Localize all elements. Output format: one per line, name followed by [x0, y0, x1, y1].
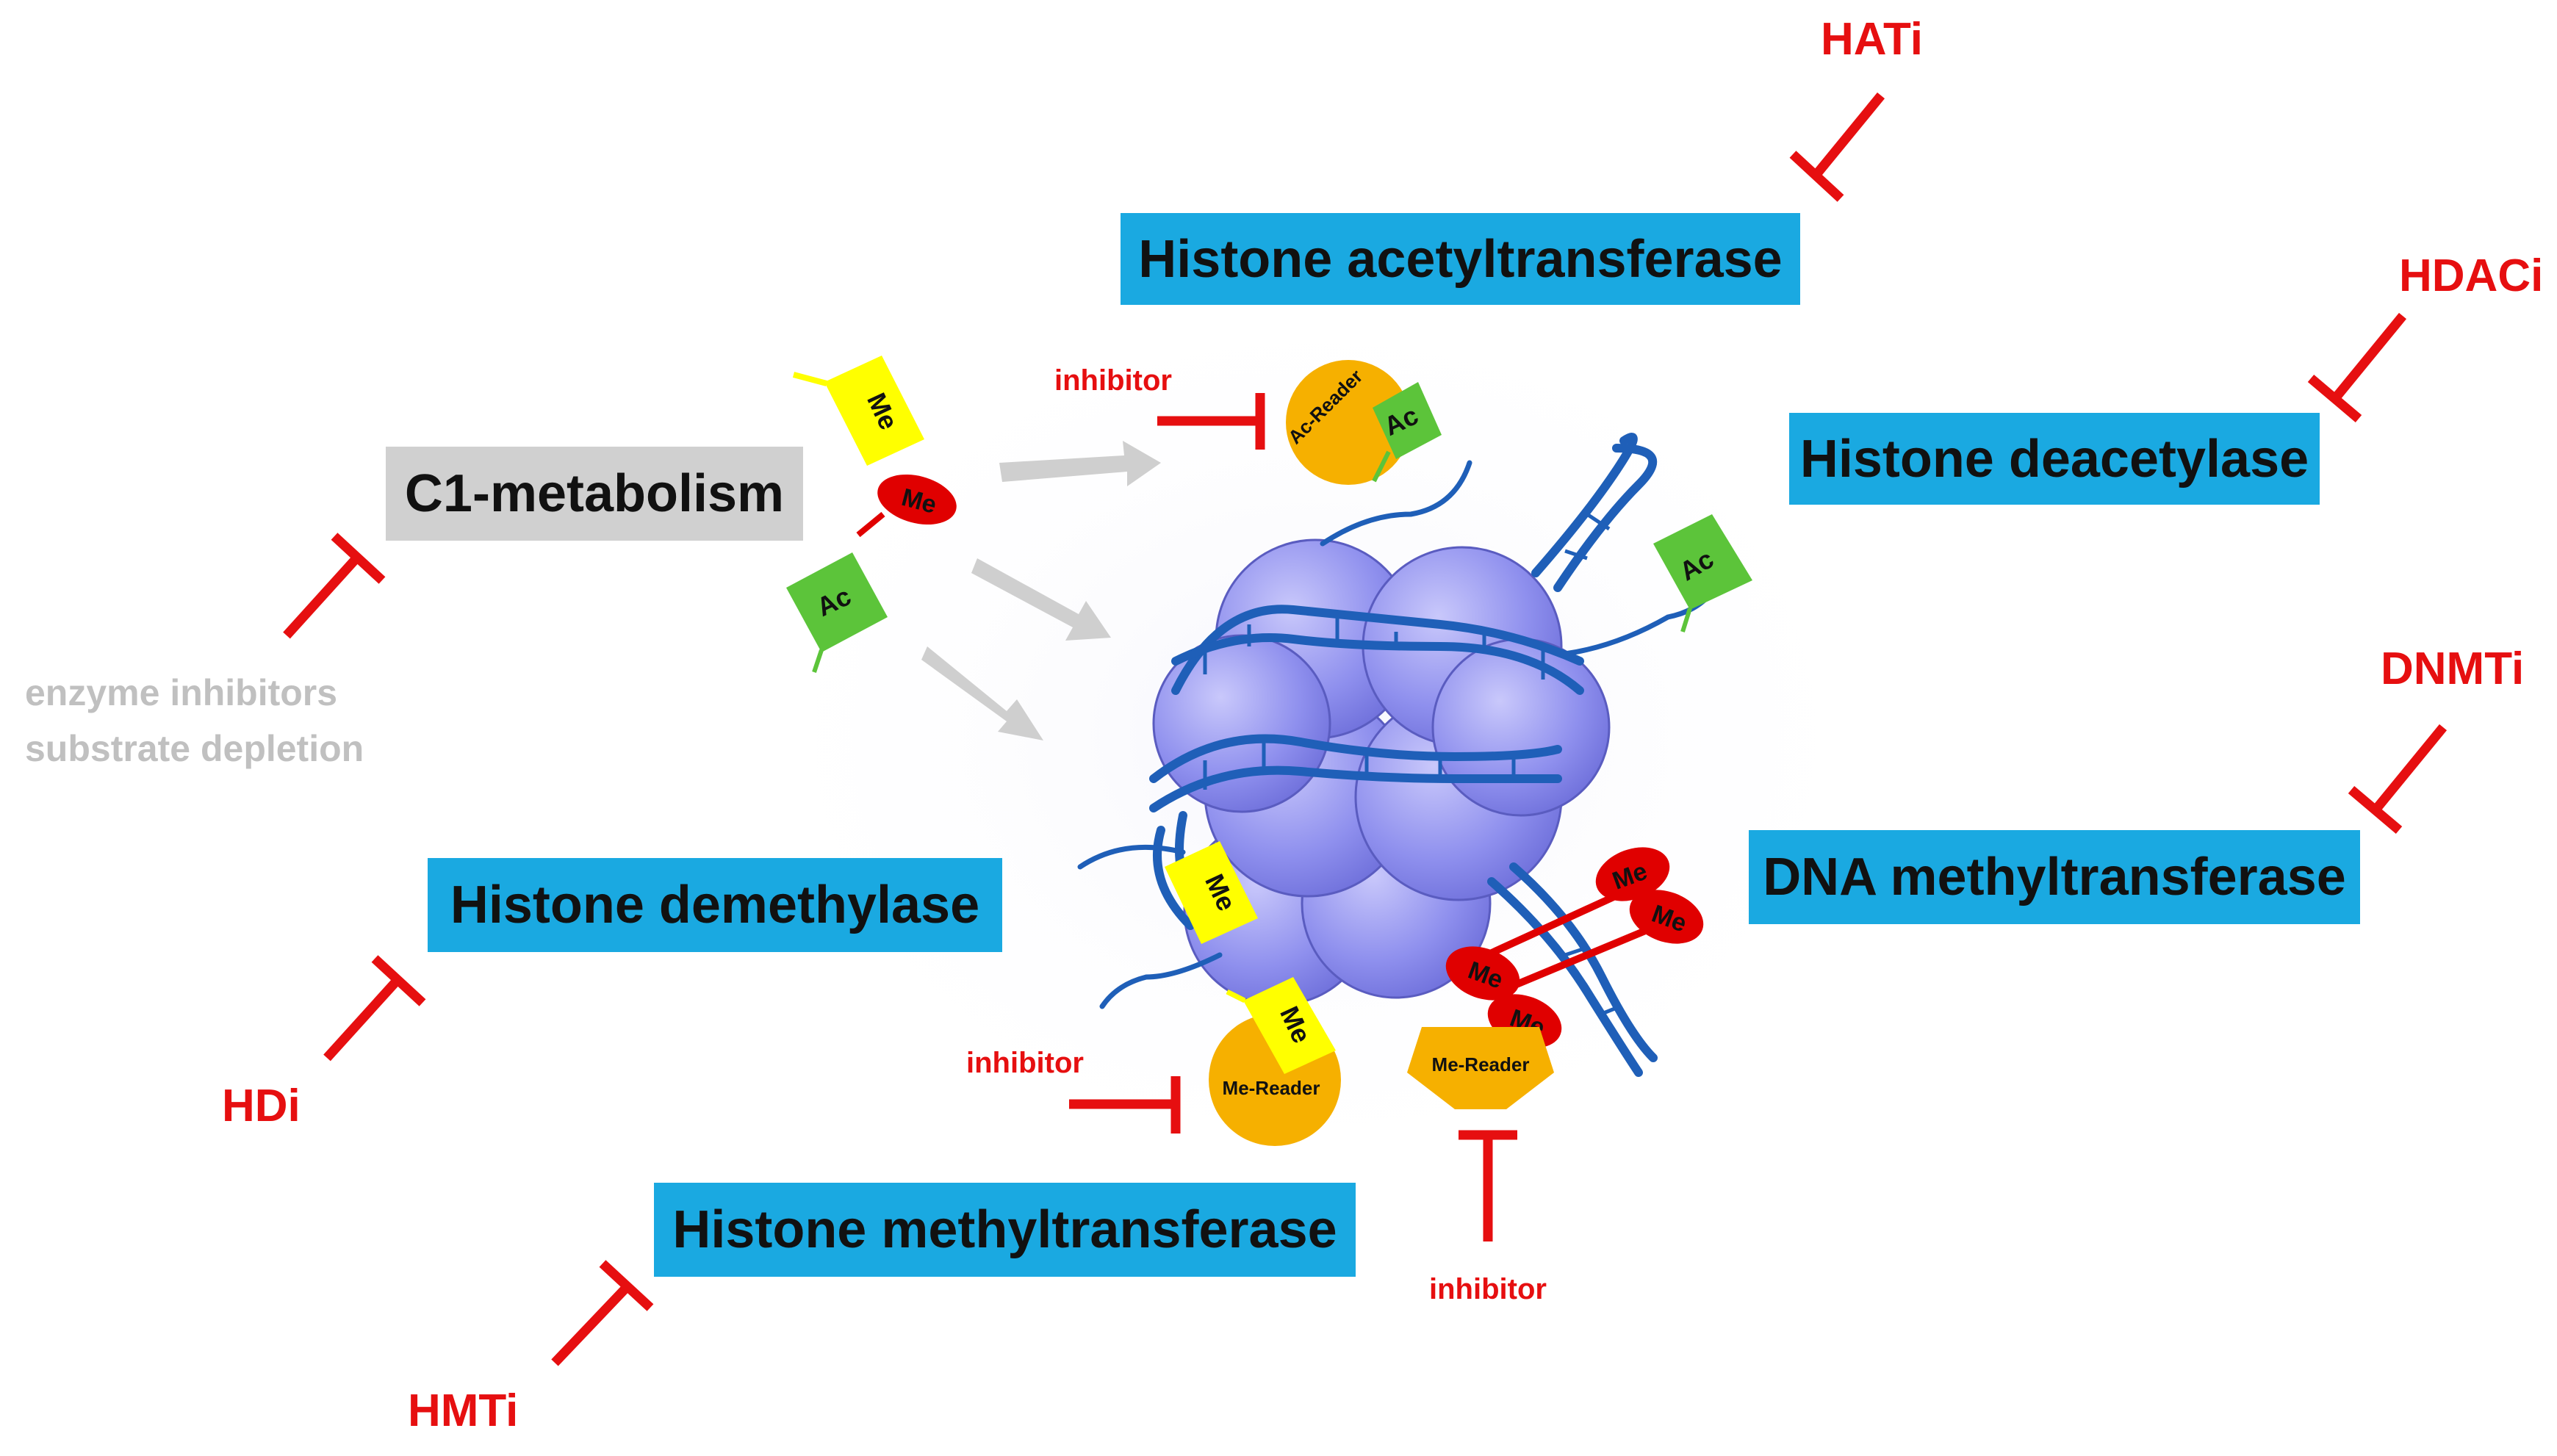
metabolite-arrows: [921, 441, 1161, 740]
histone-demethylase-box: Histone demethylase: [428, 858, 1002, 952]
me-reader-pentagon-label: Me-Reader: [1432, 1053, 1530, 1075]
ac-tag-on-reader: Ac: [1372, 382, 1442, 483]
ac-tag-left: Ac: [786, 552, 888, 673]
histone-acetyltransferase-box: Histone acetyltransferase: [1121, 213, 1800, 305]
me-tag-on-reader: Me: [1226, 977, 1336, 1074]
me-tag-yellow-nucleosome: Me: [1165, 841, 1258, 944]
note-line-2: substrate depletion: [25, 728, 364, 769]
hdaci-label: HDACi: [2399, 251, 2544, 301]
me-tag-red-top: Me: [856, 474, 957, 538]
c1-metabolism-label: C1-metabolism: [404, 464, 785, 523]
inhibitor-label-pentagon: inhibitor: [1429, 1273, 1547, 1305]
hdm-label: Histone demethylase: [450, 876, 980, 934]
c1-metabolism-box: C1-metabolism: [386, 447, 803, 541]
arrow-to-nucleosome: [971, 558, 1111, 641]
inhibitor-label-me-reader: inhibitor: [966, 1047, 1084, 1079]
hdi-label: HDi: [222, 1081, 301, 1131]
ac-tag-right: Ac: [1653, 514, 1752, 633]
histone-deacetylase-box: Histone deacetylase: [1789, 413, 2320, 505]
me-reader-label: Me-Reader: [1223, 1077, 1320, 1099]
hati-label: HATi: [1821, 14, 1923, 65]
dnmt-label: DNA methyltransferase: [1763, 848, 2346, 907]
me-reader-pentagon: Me-Reader: [1407, 1027, 1554, 1109]
arrow-to-nucleosome-lower: [921, 646, 1043, 740]
dna-rungs: [1203, 512, 1621, 1016]
histone-tails: [1077, 460, 1722, 1009]
dna-methyltransferase-box: DNA methyltransferase: [1749, 830, 2360, 924]
hmt-label: Histone methyltransferase: [672, 1200, 1337, 1259]
hat-label: Histone acetyltransferase: [1138, 229, 1783, 289]
hmti-label: HMTi: [408, 1385, 519, 1436]
note-line-1: enzyme inhibitors: [25, 672, 338, 713]
me-tag-yellow-top: Me: [792, 356, 924, 466]
inhibition-symbols: [283, 92, 2448, 1366]
arrow-to-ac-reader: [999, 441, 1161, 486]
hdac-label: Histone deacetylase: [1799, 429, 2309, 489]
dnmti-label: DNMTi: [2381, 644, 2525, 694]
histone-methyltransferase-box: Histone methyltransferase: [654, 1183, 1356, 1277]
inhibitor-label-ac-reader: inhibitor: [1054, 364, 1172, 397]
metabolism-note: enzyme inhibitors substrate depletion: [25, 665, 364, 776]
dna-methyl-marks: Me Me Me Me: [1445, 847, 1704, 1048]
